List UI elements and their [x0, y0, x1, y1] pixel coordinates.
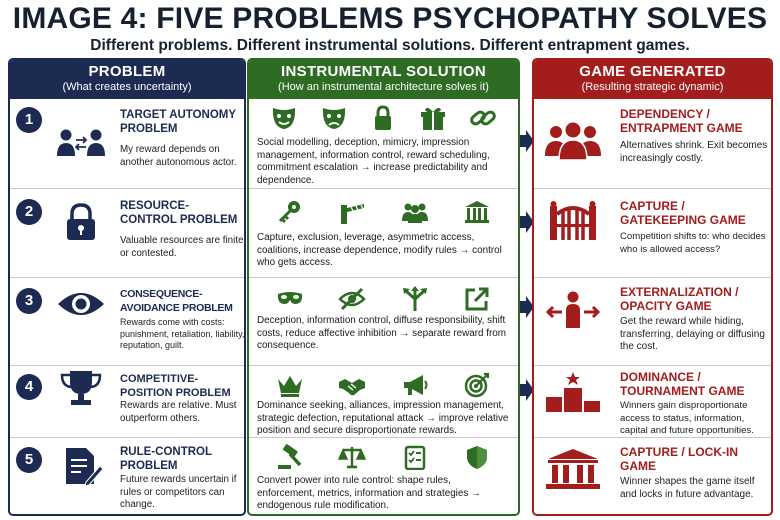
solution-text: Social modelling, deception, mimicry, im…	[257, 137, 490, 186]
solution-column-subtitle: (How an instrumental architecture solves…	[278, 81, 489, 93]
row-number: 3	[16, 288, 42, 314]
target-icon	[464, 372, 489, 398]
mask-icon	[278, 292, 303, 304]
game-title: CAPTURE / GATEKEEPING GAME	[620, 199, 746, 227]
game-desc: Alternatives shrink. Exit becomes increa…	[620, 140, 768, 164]
eye-icon	[58, 293, 104, 315]
checklist-icon	[404, 445, 425, 470]
problem-title: TARGET AUTONOMY PROBLEM	[120, 109, 236, 135]
problem-desc: Rewards are relative. Must outperform ot…	[120, 400, 237, 424]
game-column-subtitle: (Resulting strategic dynamic)	[581, 81, 724, 93]
barrier-gate-icon	[341, 204, 365, 224]
solution-text: Deception, information control, diffuse …	[257, 315, 507, 351]
document-pen-icon	[66, 448, 104, 486]
game-title: DOMINANCE / TOURNAMENT GAME	[620, 370, 745, 398]
solution-column-header: INSTRUMENTAL SOLUTION (How an instrument…	[249, 60, 518, 99]
problem-desc: My reward depends on another autonomous …	[120, 144, 237, 168]
solution-icons	[249, 372, 518, 398]
row-number: 1	[16, 107, 42, 133]
page-title: IMAGE 4: FIVE PROBLEMS PSYCHOPATHY SOLVE…	[12, 2, 768, 35]
crown-icon	[278, 376, 303, 397]
game-title: DEPENDENCY / ENTRAPMENT GAME	[620, 107, 743, 135]
game-desc: Winner shapes the game itself and locks …	[620, 476, 755, 500]
game-title: CAPTURE / LOCK-IN GAME	[620, 445, 738, 473]
institution-icon	[464, 201, 489, 223]
group-people-icon	[545, 122, 601, 161]
solution-text: Capture, exclusion, leverage, asymmetric…	[257, 232, 502, 268]
game-column-title: GAME GENERATED	[579, 63, 726, 80]
key-icon	[279, 201, 301, 224]
solution-icons	[249, 199, 518, 225]
problem-title: CONSEQUENCE-AVOIDANCE PROBLEM	[120, 288, 233, 314]
solution-text: Convert power into rule control: shape r…	[257, 475, 481, 511]
problem-column: PROBLEM (What creates uncertainty) 1 TAR…	[8, 58, 246, 516]
arrow-right-icon	[520, 130, 534, 152]
solution-text: Dominance seeking, alliances, impression…	[257, 400, 509, 436]
game-title: EXTERNALIZATION / OPACITY GAME	[620, 285, 739, 313]
masks-icon	[322, 108, 345, 129]
megaphone-icon	[403, 375, 428, 395]
row-number: 4	[16, 374, 42, 400]
podium-icon	[546, 372, 600, 412]
game-desc: Winners gain disproportionate access to …	[620, 400, 754, 436]
problem-column-subtitle: (What creates uncertainty)	[62, 81, 192, 93]
row-number: 2	[16, 199, 42, 225]
institution-icon	[546, 449, 600, 489]
gate-icon	[550, 201, 596, 240]
problem-column-title: PROBLEM	[88, 63, 166, 80]
handshake-icon	[339, 379, 366, 396]
gift-icon	[421, 107, 446, 130]
solution-icons	[249, 105, 518, 131]
arrow-right-icon	[520, 211, 534, 233]
page-subtitle: Different problems. Different instrument…	[90, 37, 690, 54]
game-column-header: GAME GENERATED (Resulting strategic dyna…	[534, 60, 771, 99]
problem-desc: Valuable resources are finite or contest…	[120, 235, 244, 259]
chain-link-icon	[470, 110, 496, 126]
masks-icon	[272, 108, 295, 129]
problem-column-header: PROBLEM (What creates uncertainty)	[10, 60, 244, 99]
shield-icon	[466, 446, 487, 469]
solution-icons	[249, 444, 518, 470]
problem-title: RULE-CONTROL PROBLEM	[120, 446, 212, 472]
export-arrow-icon	[465, 287, 489, 311]
diverge-arrows-icon	[402, 286, 427, 311]
arrow-right-icon	[520, 296, 534, 318]
solution-column: INSTRUMENTAL SOLUTION (How an instrument…	[247, 58, 520, 516]
padlock-icon	[67, 203, 95, 240]
gavel-icon	[278, 444, 302, 469]
problem-title: RESOURCE-CONTROL PROBLEM	[120, 200, 238, 226]
lock-icon	[375, 105, 392, 130]
problem-title: COMPETITIVE-POSITION PROBLEM	[120, 373, 231, 399]
game-desc: Get the reward while hiding, transferrin…	[620, 316, 765, 352]
problem-desc: Rewards come with costs: punishment, ret…	[120, 317, 245, 350]
people-exchange-icon	[57, 129, 105, 156]
solution-icons	[249, 286, 518, 312]
person-arrows-icon	[545, 291, 601, 328]
solution-column-title: INSTRUMENTAL SOLUTION	[281, 63, 486, 80]
game-desc: Competition shifts to: who decides who i…	[620, 231, 766, 255]
group-icon	[401, 203, 428, 223]
trophy-icon	[60, 371, 102, 405]
game-column: GAME GENERATED (Resulting strategic dyna…	[532, 58, 773, 516]
scales-icon	[338, 447, 367, 469]
problem-desc: Future rewards uncertain if rules or com…	[120, 474, 237, 510]
row-number: 5	[16, 447, 42, 473]
arrow-right-icon	[520, 379, 534, 401]
eye-slash-icon	[338, 287, 367, 311]
